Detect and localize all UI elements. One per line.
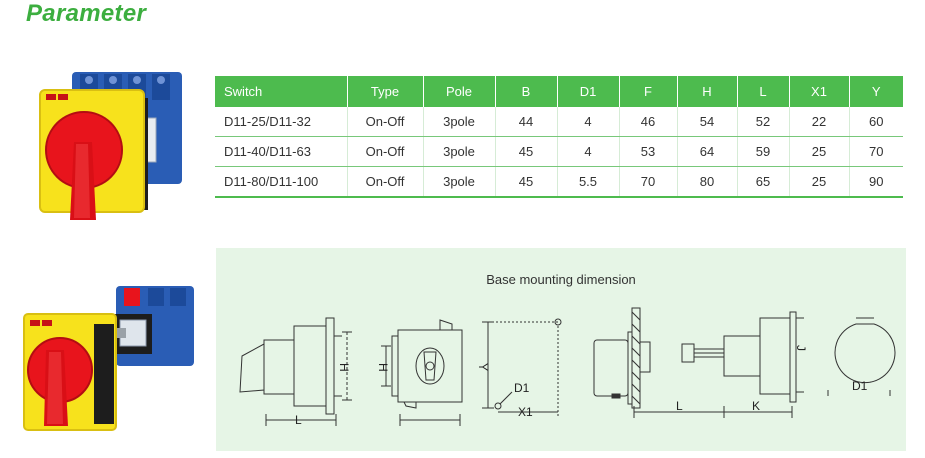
dim-label-x1: X1 xyxy=(518,405,533,419)
rotary-switch-angled-photo xyxy=(16,284,196,434)
dim-label-l2: L xyxy=(676,399,683,413)
table-cell: D11-40/D11-63 xyxy=(215,136,347,167)
column-header: Switch xyxy=(215,76,347,107)
table-cell: 60 xyxy=(848,107,903,137)
column-header: F xyxy=(618,76,677,107)
column-header: D1 xyxy=(556,76,619,107)
rotary-switch-front-photo xyxy=(34,70,184,228)
page-title: Parameter xyxy=(26,0,147,27)
dim-label-h2: H xyxy=(376,363,390,372)
base-mounting-dimension-panel: Base mounting dimension xyxy=(216,248,906,451)
dim-label-l1: L xyxy=(295,413,302,427)
table-cell: 90 xyxy=(848,166,903,198)
parameter-table: Switch Type Pole B D1 F H L X1 Y D11-25/… xyxy=(215,76,903,198)
table-row: D11-25/D11-32 On-Off 3pole 44 4 46 54 52… xyxy=(215,107,903,137)
dim-label-h1: H xyxy=(337,363,351,372)
table-cell: 53 xyxy=(618,136,677,167)
table-cell: 3pole xyxy=(422,136,495,167)
dimension-title: Base mounting dimension xyxy=(486,272,636,287)
table-cell: D11-80/D11-100 xyxy=(215,166,347,198)
table-row: D11-80/D11-100 On-Off 3pole 45 5.5 70 80… xyxy=(215,166,903,198)
column-header: Pole xyxy=(422,76,495,107)
column-header: Y xyxy=(848,76,903,107)
table-cell: 80 xyxy=(676,166,737,198)
column-header: Type xyxy=(346,76,423,107)
dim-label-d1b: D1 xyxy=(852,379,868,393)
dim-label-k: K xyxy=(752,399,760,413)
column-header: B xyxy=(494,76,557,107)
table-cell: 45 xyxy=(494,166,557,198)
column-header: H xyxy=(676,76,737,107)
table-cell: On-Off xyxy=(346,166,423,198)
table-cell: 54 xyxy=(676,107,737,137)
table-cell: On-Off xyxy=(346,107,423,137)
table-cell: 5.5 xyxy=(556,166,619,198)
table-cell: On-Off xyxy=(346,136,423,167)
table-cell: 70 xyxy=(848,136,903,167)
table-cell: 25 xyxy=(788,136,849,167)
dim-label-d1: D1 xyxy=(514,381,530,395)
dimension-drawing: L H H Y D1 X1 L K J D1 xyxy=(239,307,896,427)
table-cell: 70 xyxy=(618,166,677,198)
column-header: X1 xyxy=(788,76,849,107)
table-cell: 4 xyxy=(556,107,619,137)
table-cell: 4 xyxy=(556,136,619,167)
table-cell: D11-25/D11-32 xyxy=(215,107,347,137)
table-header-row: Switch Type Pole B D1 F H L X1 Y xyxy=(215,76,903,107)
table-row: D11-40/D11-63 On-Off 3pole 45 4 53 64 59… xyxy=(215,136,903,167)
dim-label-j: J xyxy=(794,345,808,351)
table-cell: 52 xyxy=(736,107,789,137)
table-cell: 65 xyxy=(736,166,789,198)
table-cell: 22 xyxy=(788,107,849,137)
table-cell: 45 xyxy=(494,136,557,167)
table-cell: 3pole xyxy=(422,107,495,137)
table-cell: 64 xyxy=(676,136,737,167)
table-cell: 3pole xyxy=(422,166,495,198)
table-cell: 25 xyxy=(788,166,849,198)
table-cell: 46 xyxy=(618,107,677,137)
column-header: L xyxy=(736,76,789,107)
table-cell: 59 xyxy=(736,136,789,167)
dim-label-y: Y xyxy=(476,363,490,371)
table-cell: 44 xyxy=(494,107,557,137)
